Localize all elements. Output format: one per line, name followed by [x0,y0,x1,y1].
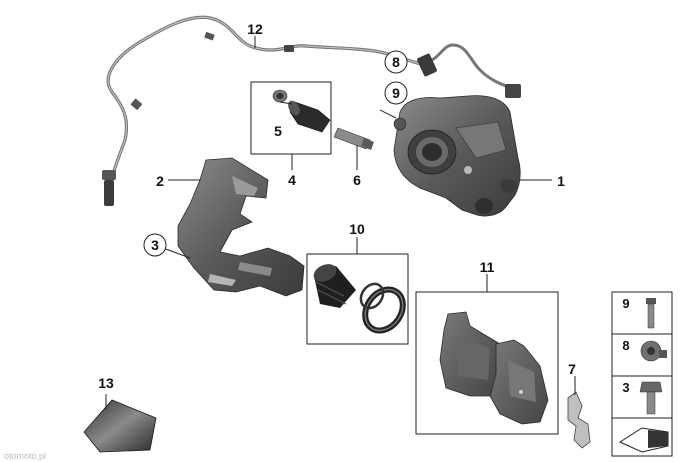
piston-seal-kit-10 [313,264,406,334]
legend-label-3: 3 [622,380,629,395]
callout-6: 6 [353,172,361,188]
callout-7: 7 [568,361,576,377]
callout-3-circle [143,233,167,257]
kit-box-4 [250,81,332,155]
small-parts-legend [611,291,673,457]
callout-10: 10 [349,221,365,237]
reference-arrow-icon [618,427,669,453]
callout-9-circle [384,81,408,105]
callout-8-circle [384,50,408,74]
legend-label-9: 9 [622,296,629,311]
grease-sachet-13 [83,399,157,453]
callout-8: 8 [392,54,400,70]
brake-pads-11 [439,311,549,425]
bleed-cap-icon [640,340,667,362]
bleed-screw-icon [646,298,656,329]
legend-label-8: 8 [622,338,629,353]
guide-sleeve-5 [272,89,331,133]
callout-13: 13 [98,375,114,391]
callout-2: 2 [156,173,164,189]
callout-labels: 1 2 3 4 5 6 7 8 9 10 11 12 13 9 8 3 [98,21,629,395]
wear-spring-7 [567,391,591,449]
callout-11: 11 [480,259,495,275]
hex-bolt-icon [639,381,663,415]
callout-3: 3 [151,237,159,253]
callout-1: 1 [557,173,565,189]
leader-lines [105,36,576,410]
guide-pin-6 [333,127,374,150]
callout-12: 12 [247,21,263,37]
callout-5: 5 [274,123,282,139]
brake-caliper-1 [393,95,521,217]
watermark-text: otomoto.pl [4,451,46,461]
callout-4: 4 [288,172,296,188]
callout-9: 9 [392,85,400,101]
caliper-carrier-2 [177,157,305,297]
wear-sensor-cable-12 [102,15,521,206]
